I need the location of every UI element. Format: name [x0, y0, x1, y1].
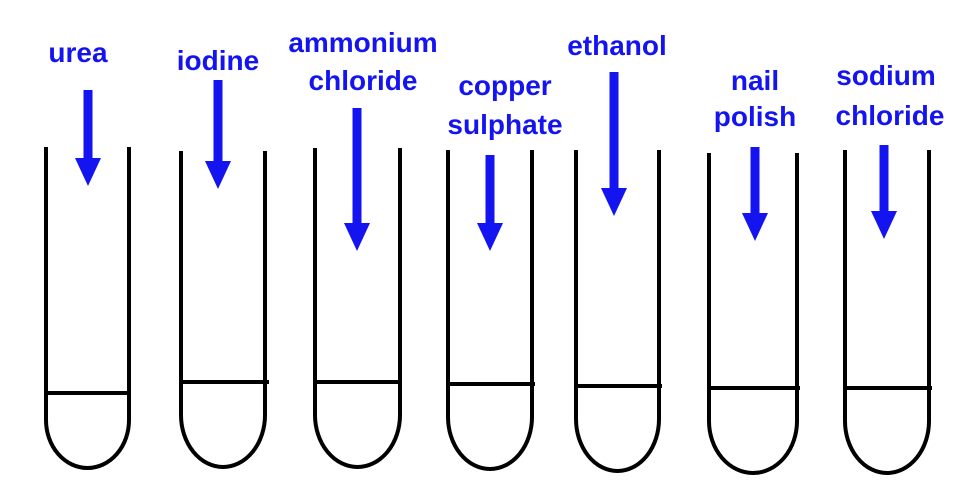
test-tube-ethanol: ethanol: [567, 30, 667, 473]
tube-outline: [707, 153, 799, 475]
test-tube-urea: urea: [44, 37, 131, 470]
tube-outline: [574, 150, 661, 473]
tube-outline: [446, 150, 534, 471]
tube-outline: [843, 150, 931, 475]
label-ethanol: ethanol: [567, 30, 667, 61]
arrow-down-icon: [344, 108, 370, 251]
label-iodine: iodine: [177, 45, 259, 76]
arrow-down-icon: [75, 90, 101, 186]
arrow-down-icon: [601, 72, 627, 216]
tube-outline: [179, 151, 267, 469]
label-urea: urea: [48, 37, 108, 68]
test-tube-iodine: iodine: [177, 45, 269, 469]
tube-outline: [44, 147, 131, 470]
tube-outline: [313, 148, 402, 469]
arrow-down-icon: [742, 147, 768, 241]
arrow-down-icon: [477, 155, 503, 251]
arrow-down-icon: [205, 80, 231, 189]
arrow-down-icon: [871, 145, 897, 239]
